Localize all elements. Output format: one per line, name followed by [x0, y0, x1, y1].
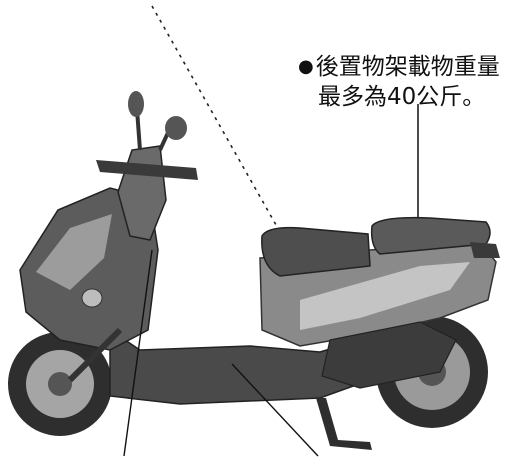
front-wheel: [8, 332, 112, 436]
callout-text-1: 後置物架載物重量: [315, 54, 500, 80]
rear-body-highlight: [300, 262, 470, 330]
center-stand: [316, 398, 372, 450]
mirror-left: [128, 91, 144, 117]
handlebar: [96, 160, 198, 180]
callout-line-1: ●後置物架載物重量: [298, 52, 500, 82]
mirror-right: [165, 116, 187, 140]
headlight: [81, 288, 103, 308]
engine-unit: [321, 321, 457, 389]
dashed-pointer-line: [151, 5, 281, 233]
pointer-line-right: [231, 363, 319, 457]
callout-text-2: 最多為40公斤。: [318, 84, 486, 110]
rear-rack: [470, 242, 500, 258]
front-shield-highlight: [36, 214, 112, 290]
rack-load-callout: ●後置物架載物重量 最多為40公斤。: [298, 52, 500, 112]
seat-rear: [370, 216, 491, 255]
front-fork: [67, 327, 123, 383]
pointer-line-left: [123, 249, 153, 457]
bullet-icon: ●: [298, 56, 314, 77]
seat-front: [261, 226, 371, 277]
callout-line-2: 最多為40公斤。: [298, 82, 500, 112]
